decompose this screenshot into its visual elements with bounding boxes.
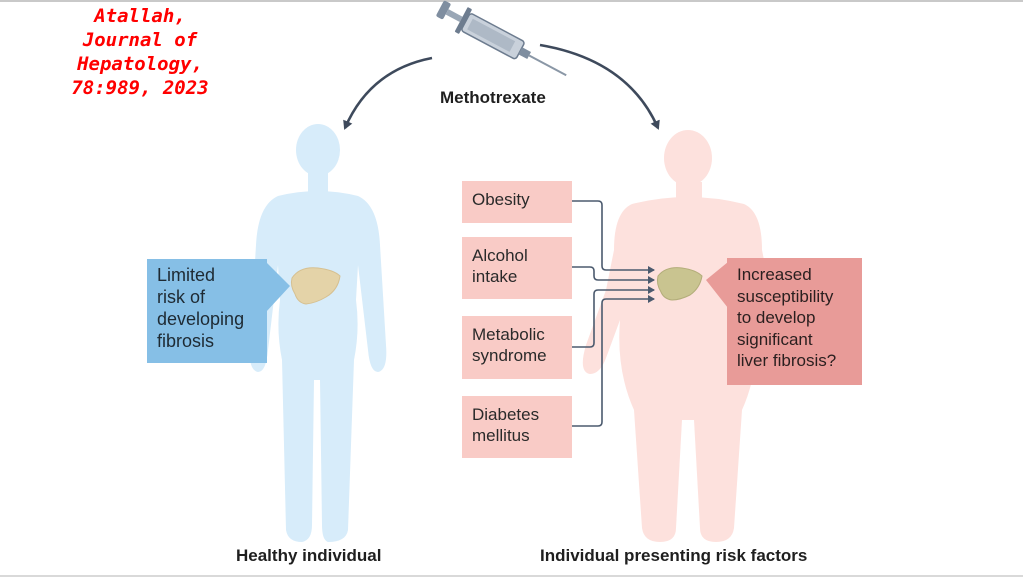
callout-line: fibrosis [157, 331, 215, 351]
callout-line: to develop [737, 308, 816, 327]
liver-icon [290, 267, 341, 305]
at-risk-caption: Individual presenting risk factors [540, 546, 808, 565]
citation-line: Atallah, [94, 5, 186, 27]
callout-line: Increased [737, 265, 812, 284]
citation: Atallah, Journal of Hepatology, 78:989, … [40, 4, 240, 100]
callout-line: risk of [157, 287, 206, 307]
citation-line: 78:989, 2023 [71, 77, 209, 99]
drug-label: Methotrexate [440, 88, 546, 107]
risk-factor-line: Metabolic [472, 325, 545, 344]
callout-line: liver fibrosis? [737, 351, 837, 370]
risk-factor-line: mellitus [472, 426, 530, 445]
healthy-callout: Limited risk of developing fibrosis [147, 259, 267, 363]
risk-factor-line: syndrome [472, 346, 547, 365]
citation-line: Journal of [82, 29, 198, 51]
risk-factor-obesity: Obesity [462, 181, 572, 223]
at-risk-callout: Increased susceptibility to develop sign… [727, 258, 862, 385]
risk-factor-line: Diabetes [472, 405, 540, 424]
risk-connector-lines [572, 200, 655, 427]
bottom-border [0, 575, 1023, 577]
arrow-icon [539, 43, 660, 130]
at-risk-callout-pointer [706, 262, 728, 308]
top-border [0, 0, 1023, 2]
risk-factor-diabetes: Diabetes mellitus [462, 396, 572, 458]
healthy-caption: Healthy individual [236, 546, 382, 565]
healthy-body-silhouette [249, 124, 387, 542]
healthy-callout-pointer [266, 262, 290, 312]
risk-factor-line: Alcohol [472, 246, 528, 265]
citation-line: Hepatology, [77, 53, 203, 75]
risk-factor-line: Obesity [472, 190, 530, 209]
arrow-icon [343, 56, 433, 130]
syringe-icon [436, 0, 567, 77]
risk-factor-line: intake [472, 267, 518, 286]
risk-factor-metabolic-syndrome: Metabolic syndrome [462, 316, 572, 379]
liver-icon [656, 267, 703, 301]
risk-factor-alcohol: Alcohol intake [462, 237, 572, 299]
callout-line: significant [737, 329, 813, 349]
callout-line: developing [157, 309, 245, 329]
callout-line: Limited [157, 265, 216, 285]
callout-line: susceptibility [737, 286, 834, 306]
